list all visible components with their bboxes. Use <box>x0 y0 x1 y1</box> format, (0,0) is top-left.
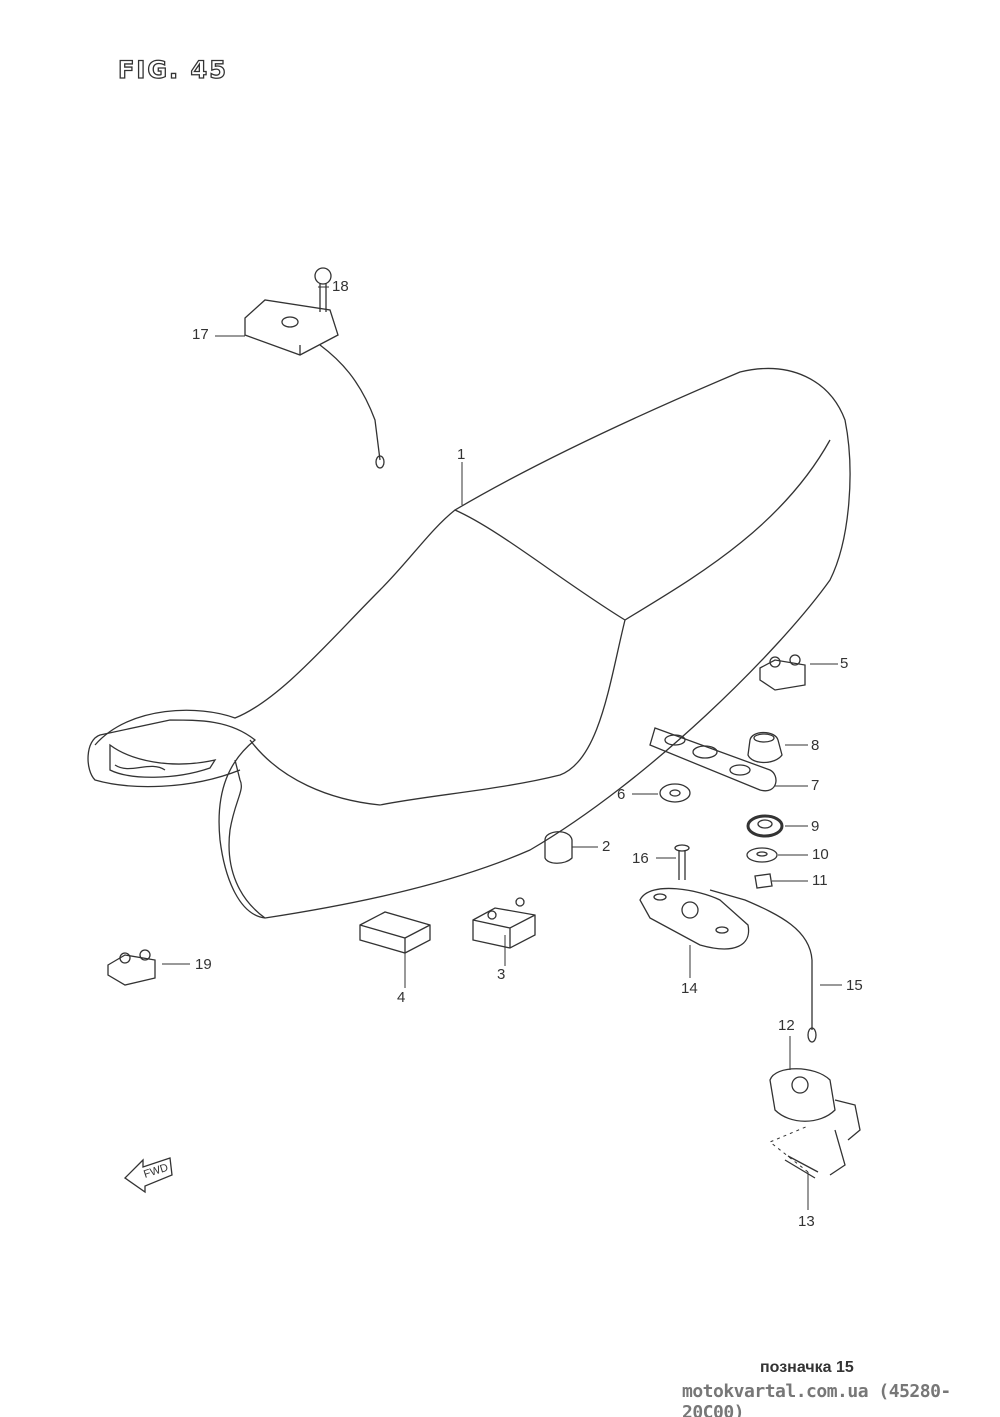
callout-8: 8 <box>811 737 820 754</box>
callout-7: 7 <box>811 777 820 794</box>
callout-16: 16 <box>632 850 649 867</box>
callout-2: 2 <box>602 838 611 855</box>
callout-12: 12 <box>778 1017 795 1034</box>
callout-9: 9 <box>811 818 820 835</box>
callout-1: 1 <box>457 446 466 463</box>
seat-assembly <box>87 367 851 919</box>
callout-3: 3 <box>497 966 506 983</box>
callout-17: 17 <box>192 326 209 343</box>
footer-note: позначка 15 <box>760 1359 854 1376</box>
callout-14: 14 <box>681 980 698 997</box>
callout-10: 10 <box>812 846 829 863</box>
callout-15: 15 <box>846 977 863 994</box>
figure-title: FIG. 45 <box>117 55 228 84</box>
callout-4: 4 <box>397 989 406 1006</box>
callout-6: 6 <box>617 786 626 803</box>
callout-19: 19 <box>195 956 212 973</box>
footer-source: motokvartal.com.ua (45280-20C00) <box>682 1381 951 1417</box>
front-direction-arrow-icon: FWD <box>123 1157 173 1194</box>
parts: FWD <box>107 267 861 1194</box>
callout-13: 13 <box>798 1213 815 1230</box>
callout-11: 11 <box>812 872 828 889</box>
leader-lines <box>162 286 842 1210</box>
callout-5: 5 <box>840 655 849 672</box>
callout-18: 18 <box>332 278 349 295</box>
